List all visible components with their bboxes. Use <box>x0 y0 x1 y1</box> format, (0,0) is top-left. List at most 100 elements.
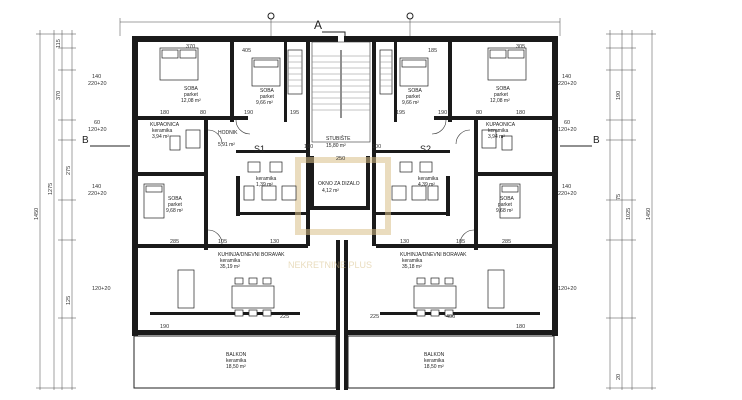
dim-130-r: 130 <box>400 239 409 245</box>
dim-80-l: 80 <box>200 110 206 116</box>
dim-80-r: 80 <box>476 110 482 116</box>
watermark: NEKRETNINE PLUS <box>288 157 391 270</box>
l-soba2-area: 9,66 m² <box>256 100 273 106</box>
r-wc-area: 4,39 m² <box>418 182 435 188</box>
win-l-140-a: 140 <box>92 74 101 80</box>
r-balkon-area: 18,50 m² <box>424 364 444 370</box>
win-l-220-b: 220+20 <box>88 191 107 197</box>
dim-225-r: 225 <box>370 314 379 320</box>
r-kupaonica-name: KUPAONICA <box>486 122 516 128</box>
door-swings <box>207 119 475 245</box>
win-l-120-b: 120+20 <box>92 286 111 292</box>
dim-left-125: 125 <box>66 296 72 305</box>
fixtures-left <box>169 129 297 201</box>
r-kupaonica-floor: keramika <box>488 128 509 134</box>
r-balkon-floor: keramika <box>424 358 445 364</box>
l-hodnik-area: 5,91 m² <box>218 142 235 148</box>
wardrobe-left-2 <box>287 49 303 95</box>
l-kupaonica-floor: keramika <box>152 128 173 134</box>
l-kupaonica-name: KUPAONICA <box>150 122 180 128</box>
dim-180-l: 180 <box>160 110 169 116</box>
dim-285-r: 285 <box>502 239 511 245</box>
win-l-140-b: 140 <box>92 184 101 190</box>
dim-top-405: 405 <box>242 48 251 54</box>
r-kupaonica-area: 3,94 m² <box>488 134 505 140</box>
dim-top-370: 370 <box>186 44 195 50</box>
left-dimension-chain: 1450 1275 115 370 275 125 <box>34 30 76 390</box>
l-kuhinja-area: 35,19 m² <box>220 264 240 270</box>
right-dimension-chain: 1025 1450 190 75 20 <box>606 30 656 390</box>
l-kupaonica-area: 3,94 m² <box>152 134 169 140</box>
r-soba2-name: SOBA <box>496 86 511 92</box>
unit-s1: S1 <box>254 144 265 154</box>
bed-right-2 <box>399 57 429 87</box>
l-soba2-name: SOBA <box>260 88 275 94</box>
dim-right-20: 20 <box>616 374 622 380</box>
l-soba3-name: SOBA <box>168 196 183 202</box>
section-marker-b-right: B <box>593 135 600 146</box>
win-l-120-a: 120+20 <box>88 127 107 133</box>
section-marker-a: A <box>314 18 322 32</box>
bed-right-1 <box>487 47 527 81</box>
dim-190-r: 190 <box>438 110 447 116</box>
interior-walls-left <box>138 42 308 315</box>
watermark-text: NEKRETNINE PLUS <box>288 260 372 270</box>
dim-right-1450: 1450 <box>646 208 652 220</box>
unit-s2: S2 <box>420 144 431 154</box>
win-l-60: 60 <box>94 120 100 126</box>
dim-130-l: 130 <box>270 239 279 245</box>
interior-walls-right <box>376 42 552 315</box>
l-soba1-name: SOBA <box>184 86 199 92</box>
stubiste-area: 15,80 m² <box>326 143 346 149</box>
win-r-60: 60 <box>564 120 570 126</box>
dim-190-bl: 190 <box>160 324 169 330</box>
dim-195-r: 195 <box>396 110 405 116</box>
dim-left-115: 115 <box>56 39 62 48</box>
right-window-labels: 140 220+20 60 120+20 140 220+20 120+20 <box>558 74 577 292</box>
dim-105-r: 105 <box>456 239 465 245</box>
bed-left-2 <box>251 57 281 87</box>
win-r-140-b: 140 <box>562 184 571 190</box>
r-soba1-area: 9,66 m² <box>402 100 419 106</box>
dim-left-275: 275 <box>66 166 72 175</box>
win-l-220-a: 220+20 <box>88 81 107 87</box>
dim-190-l: 190 <box>244 110 253 116</box>
dim-400-r: 400 <box>446 314 455 320</box>
dim-100-l: 100 <box>304 144 313 150</box>
dim-left-370: 370 <box>56 91 62 100</box>
dim-right-75: 75 <box>616 194 622 200</box>
outer-walls <box>132 36 558 390</box>
bed-right-3 <box>499 183 521 219</box>
section-b-markers: B B <box>82 135 600 147</box>
dim-180-r: 180 <box>516 110 525 116</box>
dim-right-190: 190 <box>616 91 622 100</box>
bed-left-1 <box>159 47 199 81</box>
l-kuhinja-name: KUHINJA/DNEVNI BORAVAK <box>218 252 285 258</box>
room-labels-right: SOBA parket 9,66 m² SOBA parket 12,08 m²… <box>400 86 516 370</box>
l-balkon-floor: keramika <box>226 358 247 364</box>
r-wc-floor: keramika <box>418 176 439 182</box>
win-r-120-b: 120+20 <box>558 286 577 292</box>
r-soba3-name: SOBA <box>500 196 515 202</box>
l-wc-floor: keramika <box>256 176 277 182</box>
r-kuhinja-floor: keramika <box>402 258 423 264</box>
dim-left-1450: 1450 <box>34 208 40 220</box>
stubiste-name: STUBIŠTE <box>326 135 351 142</box>
l-balkon-area: 18,50 m² <box>226 364 246 370</box>
r-kuhinja-name: KUHINJA/DNEVNI BORAVAK <box>400 252 467 258</box>
room-labels-left: SOBA parket 12,08 m² SOBA parket 9,66 m²… <box>150 86 285 370</box>
dim-285-l: 285 <box>170 239 179 245</box>
dim-180-br: 180 <box>516 324 525 330</box>
elevator-shaft: OKNO ZA DIZALO 4,12 m² <box>310 156 370 210</box>
dim-left-1275: 1275 <box>48 183 54 195</box>
fixtures-right <box>391 129 513 201</box>
r-kuhinja-area: 35,18 m² <box>402 264 422 270</box>
l-kuhinja-floor: keramika <box>220 258 241 264</box>
l-soba1-floor: parket <box>184 92 199 98</box>
win-r-220-a: 220+20 <box>558 81 577 87</box>
dim-100-r: 100 <box>372 144 381 150</box>
win-r-140-a: 140 <box>562 74 571 80</box>
l-soba1-area: 12,08 m² <box>181 98 201 104</box>
dim-right-1025: 1025 <box>626 208 632 220</box>
